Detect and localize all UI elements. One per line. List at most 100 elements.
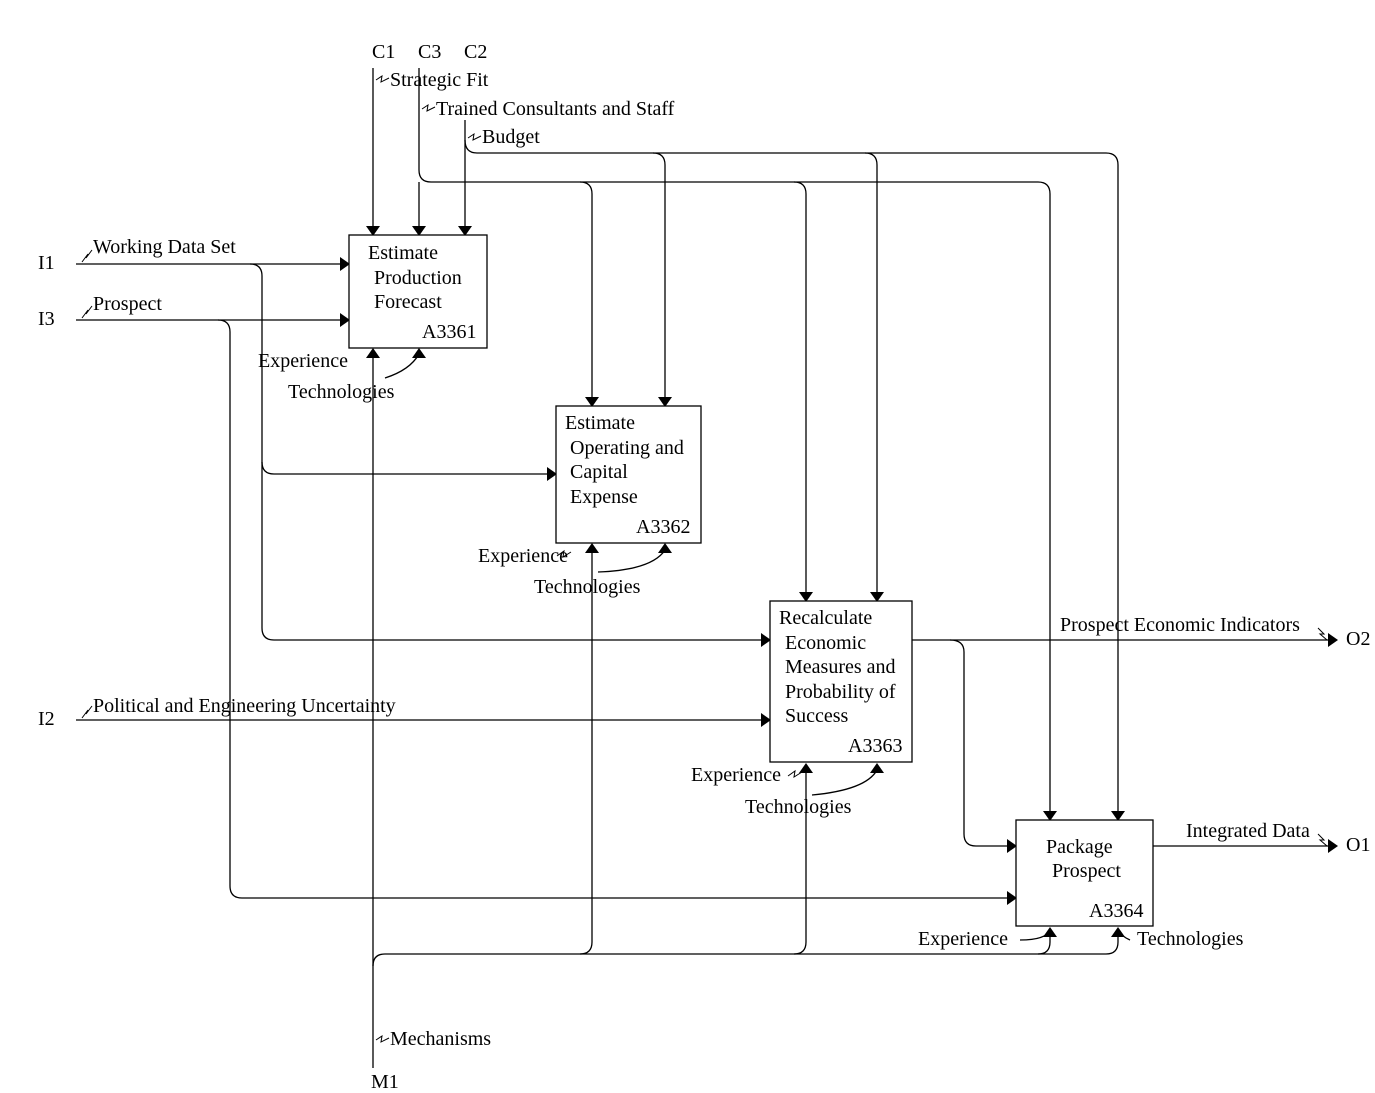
input-line-i1-to-a3363 bbox=[261, 462, 763, 641]
activity-name-line: Probability of bbox=[785, 681, 896, 703]
activity-name-line: Capital bbox=[570, 461, 628, 483]
activity-name-line: Package bbox=[1046, 836, 1113, 858]
technologies-curve-a3363 bbox=[811, 769, 878, 796]
experience-label: Experience bbox=[918, 928, 1008, 950]
activity-a3362[interactable]: Estimate Operating and Capital Expense A… bbox=[555, 405, 702, 544]
arrowheads bbox=[340, 226, 1338, 937]
mechanism-branch-a3364 bbox=[1037, 934, 1051, 955]
arrowhead bbox=[585, 397, 599, 407]
input-code: I3 bbox=[38, 308, 55, 330]
activity-box[interactable] bbox=[1015, 819, 1154, 927]
arrowhead bbox=[799, 592, 813, 602]
activity-a3363[interactable]: Recalculate Economic Measures and Probab… bbox=[769, 600, 913, 763]
control-line-c2-to-a3364 bbox=[865, 152, 1119, 813]
mechanism-branch-a3362 bbox=[579, 548, 593, 955]
arrowhead bbox=[870, 763, 884, 773]
arrowhead bbox=[585, 543, 599, 553]
arrowhead bbox=[658, 397, 672, 407]
technologies-label: Technologies bbox=[1137, 928, 1244, 950]
squiggle bbox=[81, 249, 93, 263]
squiggle bbox=[81, 305, 93, 319]
activity-name-line: Economic bbox=[785, 632, 866, 654]
boundary-codes: C1 C3 C2 I1 I3 I2 O2 O1 M1 bbox=[38, 41, 1370, 1093]
squiggle bbox=[375, 74, 390, 83]
control-code: C2 bbox=[464, 41, 487, 63]
arrowhead bbox=[1111, 927, 1125, 937]
squiggle bbox=[1317, 833, 1328, 847]
activity-box[interactable] bbox=[769, 600, 913, 763]
activity-box[interactable] bbox=[348, 234, 488, 349]
technologies-label: Technologies bbox=[288, 381, 395, 403]
arrowhead bbox=[870, 592, 884, 602]
activity-box[interactable] bbox=[555, 405, 702, 544]
activity-name-line: Operating and bbox=[570, 437, 684, 459]
arrowhead bbox=[1007, 891, 1017, 905]
experience-label: Experience bbox=[258, 350, 348, 372]
output-code: O2 bbox=[1346, 628, 1370, 650]
output-code: O1 bbox=[1346, 834, 1370, 856]
arrowhead bbox=[366, 348, 380, 358]
arrowhead bbox=[340, 313, 350, 327]
control-code: C1 bbox=[372, 41, 395, 63]
activity-code: A3361 bbox=[422, 321, 476, 343]
mechanism-bus bbox=[372, 934, 1119, 967]
arrowhead bbox=[761, 713, 771, 727]
arrowhead bbox=[412, 348, 426, 358]
input-label: Political and Engineering Uncertainty bbox=[93, 695, 396, 717]
squiggle bbox=[81, 705, 93, 719]
arrowhead bbox=[761, 633, 771, 647]
experience-label: Experience bbox=[478, 545, 568, 567]
output-line-a3363-to-a3364 bbox=[949, 639, 1009, 847]
activity-name-line: Forecast bbox=[374, 291, 442, 313]
input-label: Working Data Set bbox=[93, 236, 236, 258]
activity-code: A3364 bbox=[1089, 900, 1143, 922]
control-line-c2-to-a3362 bbox=[464, 139, 666, 398]
mechanism-label: Mechanisms bbox=[390, 1028, 491, 1050]
mechanism-branch-a3363 bbox=[793, 768, 807, 955]
activity-name-line: Estimate bbox=[565, 412, 635, 434]
activity-mechanism-labels: Experience Technologies Experience Techn… bbox=[258, 350, 1244, 950]
activity-code: A3362 bbox=[636, 516, 690, 538]
squiggle bbox=[556, 549, 572, 559]
activity-a3364[interactable]: Package Prospect A3364 bbox=[1015, 819, 1154, 927]
activity-code: A3363 bbox=[848, 735, 902, 757]
arrowhead bbox=[658, 543, 672, 553]
arrowhead bbox=[1328, 633, 1338, 647]
output-label: Prospect Economic Indicators bbox=[1060, 614, 1300, 636]
squiggle bbox=[375, 1034, 390, 1043]
activity-name-line: Measures and bbox=[785, 656, 896, 678]
arrowhead bbox=[412, 226, 426, 236]
arrowhead bbox=[1043, 927, 1057, 937]
arrowhead bbox=[458, 226, 472, 236]
technologies-label: Technologies bbox=[534, 576, 641, 598]
arrowhead bbox=[1328, 839, 1338, 853]
technologies-label: Technologies bbox=[745, 796, 852, 818]
boundary-labels: Strategic Fit Trained Consultants and St… bbox=[93, 69, 1310, 1050]
control-label: Strategic Fit bbox=[390, 69, 489, 91]
control-code: C3 bbox=[418, 41, 441, 63]
control-line-c3 bbox=[418, 68, 593, 398]
arrowhead bbox=[799, 763, 813, 773]
input-code: I2 bbox=[38, 708, 55, 730]
activity-name-line: Production bbox=[374, 267, 462, 289]
output-label: Integrated Data bbox=[1186, 820, 1310, 842]
activity-name-line: Estimate bbox=[368, 242, 438, 264]
activity-a3361[interactable]: Estimate Production Forecast A3361 bbox=[348, 234, 488, 349]
activity-name-line: Recalculate bbox=[779, 607, 872, 629]
experience-label: Experience bbox=[691, 764, 781, 786]
arrowhead bbox=[340, 257, 350, 271]
label-squiggles bbox=[81, 74, 1328, 1043]
activity-name-line: Expense bbox=[570, 486, 638, 508]
activity-name-line: Success bbox=[785, 705, 849, 727]
squiggle bbox=[467, 132, 482, 141]
arrowhead bbox=[1007, 839, 1017, 853]
squiggle bbox=[1317, 627, 1328, 641]
arrowhead bbox=[1043, 811, 1057, 821]
control-label: Budget bbox=[482, 126, 540, 148]
arrowhead bbox=[547, 467, 557, 481]
input-label: Prospect bbox=[93, 293, 162, 315]
squiggle bbox=[787, 769, 803, 779]
technologies-curve-a3362 bbox=[597, 549, 666, 573]
control-label: Trained Consultants and Staff bbox=[436, 98, 675, 120]
